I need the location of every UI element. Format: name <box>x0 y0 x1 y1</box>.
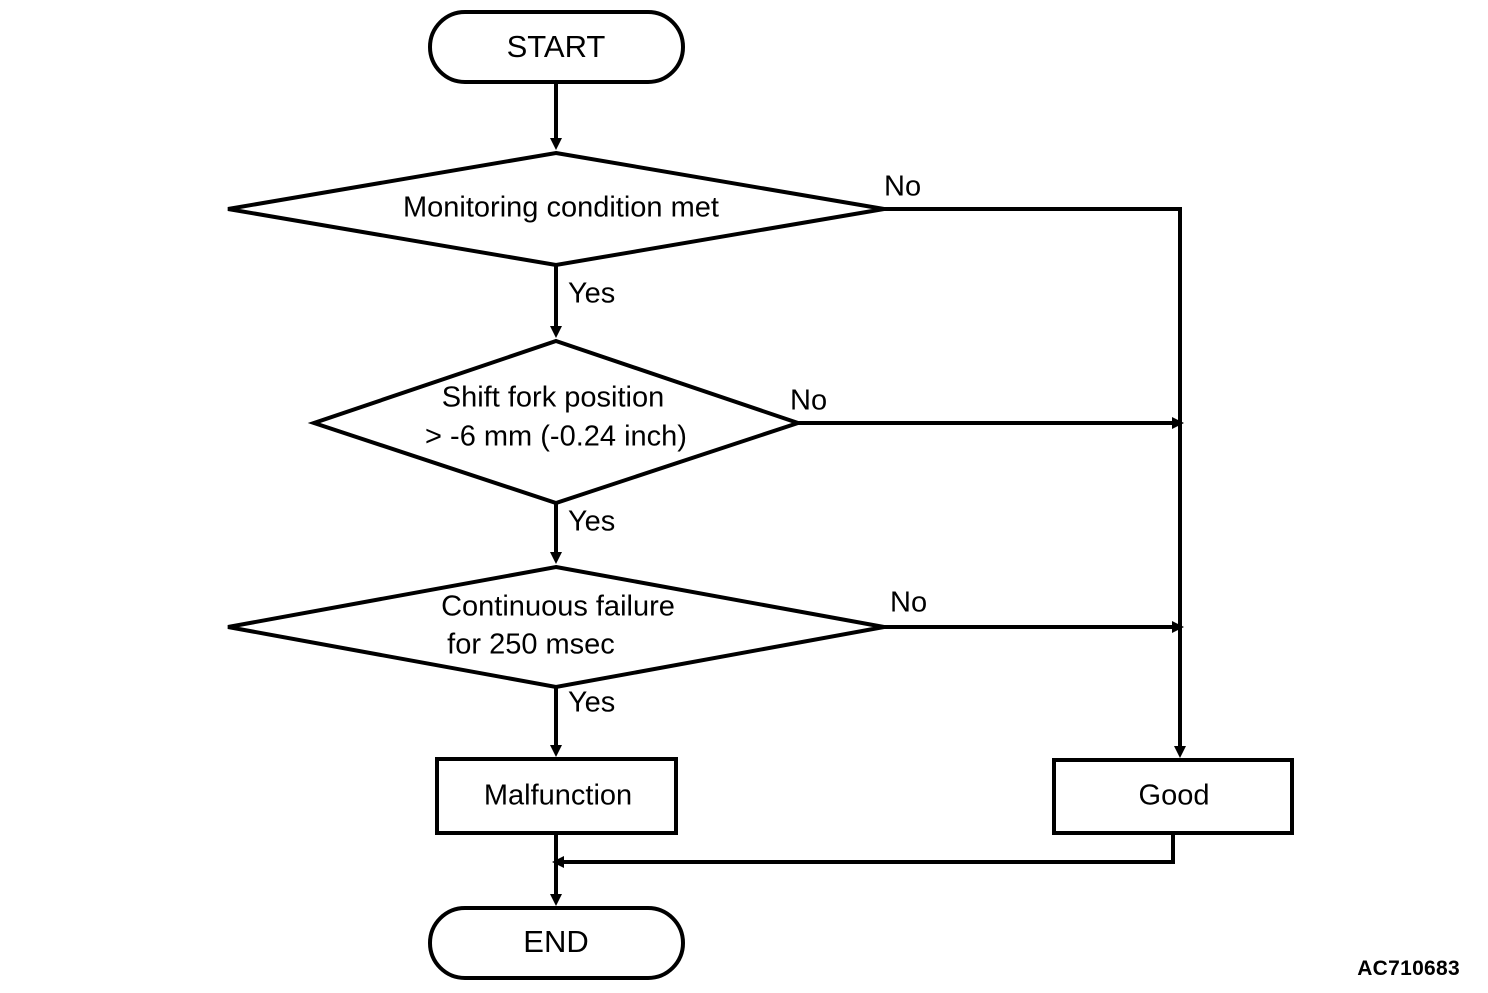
node-start-label: START <box>507 29 606 64</box>
edge-label-shift-fork-yes: Yes <box>568 506 615 538</box>
node-decision-shift-fork-line2: > -6 mm (-0.24 inch) <box>425 421 687 453</box>
edge-label-monitoring-no: No <box>884 171 921 203</box>
node-start[interactable] <box>428 10 685 84</box>
figure-code: AC710683 <box>1357 957 1460 980</box>
node-malfunction-label: Malfunction <box>484 780 632 812</box>
node-good-label: Good <box>1139 780 1210 812</box>
node-end[interactable] <box>428 906 685 980</box>
edge-label-monitoring-yes: Yes <box>568 278 615 310</box>
node-good[interactable] <box>1052 758 1294 835</box>
edge-label-continuous-yes: Yes <box>568 687 615 719</box>
node-decision-continuous-line1: Continuous failure <box>441 591 675 623</box>
node-decision-shift-fork-line1: Shift fork position <box>442 382 664 414</box>
edge-label-continuous-no: No <box>890 587 927 619</box>
node-decision-shift-fork[interactable] <box>307 338 805 506</box>
node-end-label: END <box>523 924 588 959</box>
node-decision-monitoring-label: Monitoring condition met <box>403 192 719 224</box>
connector-good-to-merge <box>552 833 1175 868</box>
node-decision-continuous-line2: for 250 msec <box>447 629 615 661</box>
edge-label-shift-fork-no: No <box>790 385 827 417</box>
node-decision-continuous[interactable] <box>227 564 885 690</box>
connector-monitoring-no-to-good <box>884 207 1186 758</box>
node-decision-monitoring[interactable] <box>227 150 885 268</box>
node-malfunction[interactable] <box>435 757 678 835</box>
